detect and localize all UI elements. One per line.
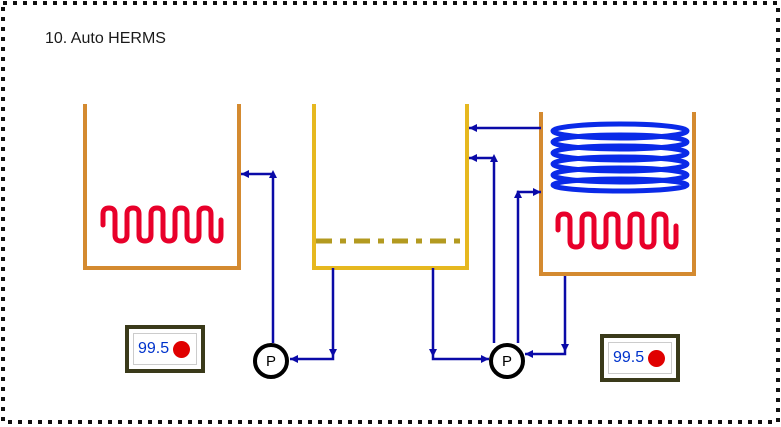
display-screen: 99.5	[133, 333, 197, 365]
arrow	[329, 349, 337, 357]
left-vessel	[83, 104, 241, 270]
arrow	[533, 188, 541, 196]
diagram-title: 10. Auto HERMS	[45, 30, 166, 47]
status-led-icon	[648, 349, 666, 367]
pump-2: P	[489, 343, 525, 379]
right-heater-element	[555, 211, 679, 250]
left-heater-element	[100, 205, 224, 244]
arrow	[514, 190, 522, 198]
arrow	[490, 154, 498, 162]
pipe-mash-to-pump2	[431, 268, 489, 361]
pump-label: P	[501, 352, 512, 370]
temperature-value: 99.5	[613, 349, 645, 366]
pump-1: P	[253, 343, 289, 379]
arrow	[525, 350, 533, 358]
pipe-pump2-to-coil	[516, 190, 541, 343]
pipe-pump1-to-left-vessel	[241, 172, 275, 343]
arrow	[469, 154, 477, 162]
arrow	[429, 349, 437, 357]
temperature-value: 99.5	[138, 340, 170, 357]
display-screen: 99.5	[608, 342, 672, 374]
arrow	[481, 355, 489, 363]
left-temperature-display: 99.5	[125, 325, 205, 373]
flow-arrows	[241, 124, 569, 363]
arrow	[269, 170, 277, 178]
pipe-mash-to-pump1	[290, 268, 335, 361]
arrow	[561, 344, 569, 352]
right-temperature-display: 99.5	[600, 334, 680, 382]
pump-label: P	[265, 352, 276, 370]
pipe-right-vessel-to-pump2	[525, 276, 567, 356]
mash-vessel	[312, 104, 469, 270]
herms-coil	[550, 121, 690, 194]
arrow	[241, 170, 249, 178]
arrow	[469, 124, 477, 132]
status-led-icon	[173, 340, 191, 358]
pipe-pump2-to-mash-return	[469, 156, 496, 343]
arrow	[290, 355, 298, 363]
